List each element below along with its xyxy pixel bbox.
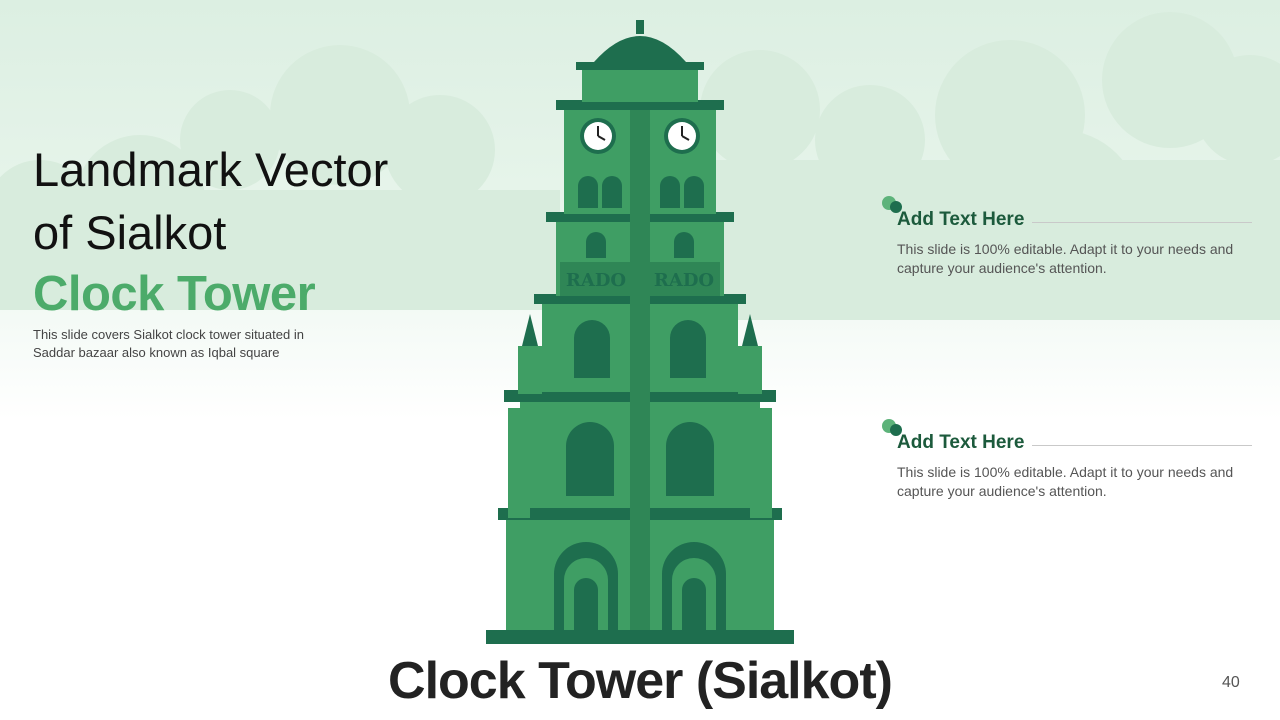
slide-title: Landmark Vector of Sialkot	[33, 138, 453, 264]
slide-subtitle: Clock Tower	[33, 267, 316, 321]
bullet-dots-icon	[882, 196, 906, 216]
bottom-title: Clock Tower (Sialkot)	[388, 652, 893, 710]
bullet-dots-icon	[882, 419, 906, 439]
item-divider	[1032, 222, 1252, 223]
clock-tower-illustration: RADO RADO	[486, 20, 794, 644]
page-number: 40	[1222, 674, 1240, 691]
slide-description: This slide covers Sialkot clock tower si…	[33, 327, 304, 360]
tower-sign-left: RADO	[566, 270, 626, 291]
item-body: This slide is 100% editable. Adapt it to…	[897, 464, 1234, 499]
title-line-1: Landmark Vector	[33, 143, 389, 196]
item-heading: Add Text Here	[897, 209, 1025, 230]
cloud-background	[0, 12, 1280, 320]
title-line-2: of Sialkot	[33, 206, 227, 259]
clock-face-icon	[580, 118, 616, 154]
tower-sign-right: RADO	[654, 270, 714, 291]
clock-face-icon	[664, 118, 700, 154]
item-divider	[1032, 445, 1252, 446]
item-heading: Add Text Here	[897, 432, 1025, 453]
item-body: This slide is 100% editable. Adapt it to…	[897, 241, 1234, 276]
